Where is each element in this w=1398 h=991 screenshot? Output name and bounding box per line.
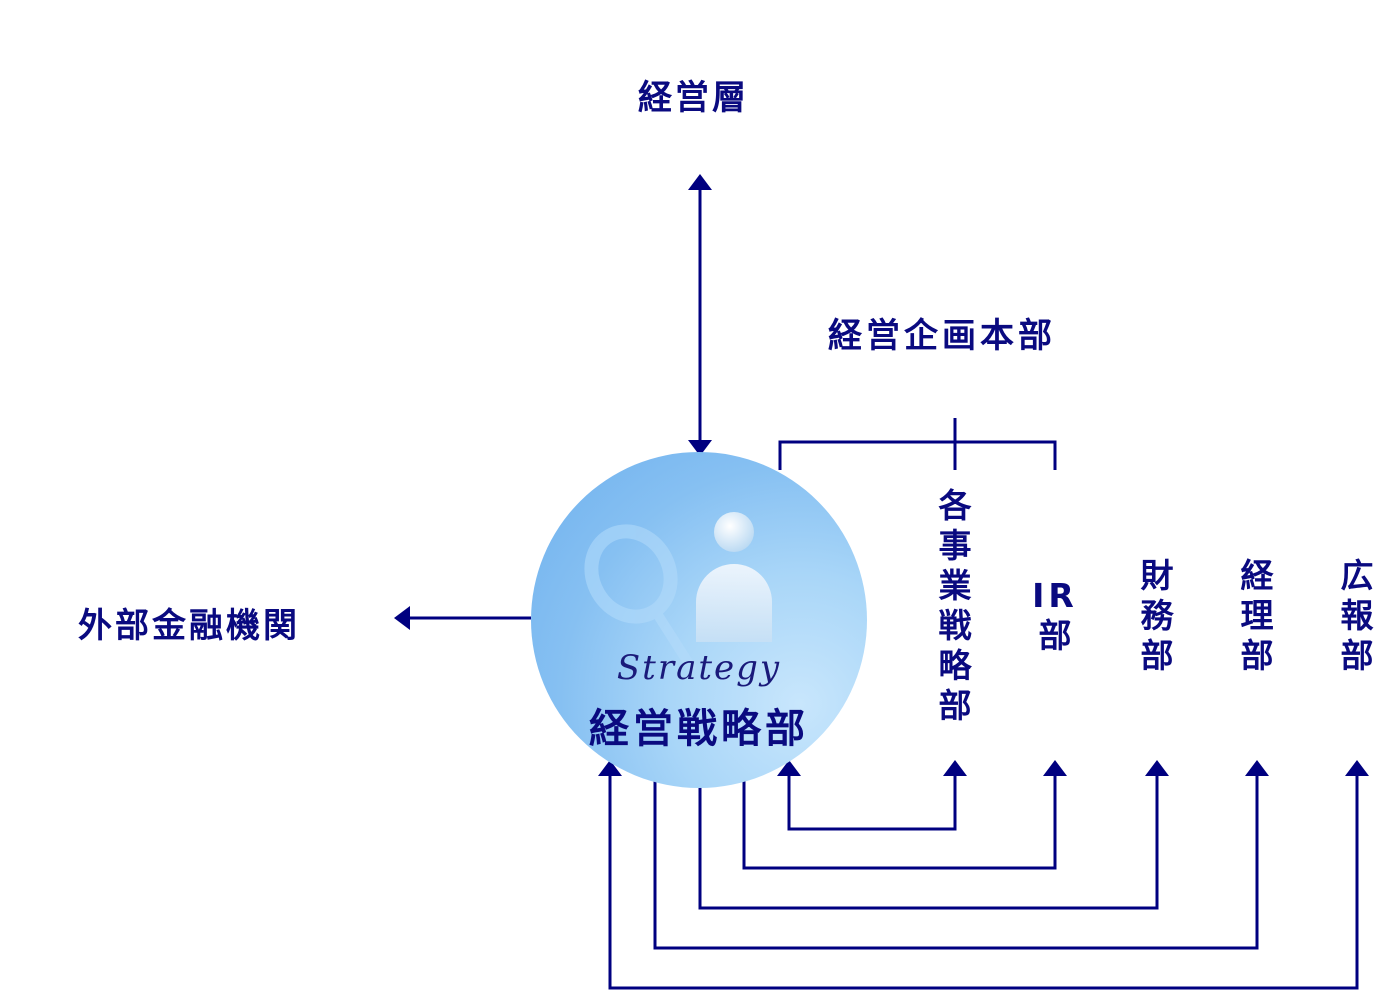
strategy-english-label: Strategy <box>616 648 782 688</box>
arrowhead-up <box>1145 760 1169 776</box>
dept-label-char: 経 <box>1240 556 1274 595</box>
dept-label-char: 戦 <box>938 606 972 645</box>
arrowhead-up <box>598 760 622 776</box>
loop-business-strategy <box>787 775 957 831</box>
hq-bracket <box>778 440 1057 470</box>
dept-label-char: 財 <box>1140 556 1174 595</box>
dept-business-strategy: 各事業戦略部 <box>930 486 980 726</box>
dept-label-char: 略 <box>938 646 972 685</box>
management-label: 経営層 <box>638 78 749 118</box>
dept-label-char: 部 <box>1340 636 1374 675</box>
dept-pr: 広報部 <box>1332 556 1382 676</box>
strategy-department-label: 経営戦略部 <box>589 706 809 752</box>
arrowhead-up-management <box>688 174 712 190</box>
arrowhead-left-external <box>394 606 410 630</box>
strategy-department-circle: Strategy 経営戦略部 <box>531 452 867 788</box>
dept-label-char: 務 <box>1140 596 1174 635</box>
arrowhead-up <box>1043 760 1067 776</box>
dept-label-char: IR <box>1032 576 1078 615</box>
circle-illustration <box>584 512 772 672</box>
person-icon <box>696 512 772 642</box>
dept-label-char: 部 <box>1140 636 1174 675</box>
dept-label-char: 理 <box>1240 596 1274 635</box>
arrowhead-down-strategy <box>688 440 712 456</box>
loop-pr <box>608 775 1359 990</box>
dept-label-char: 各 <box>938 486 972 525</box>
arrowhead-up <box>1345 760 1369 776</box>
dept-label-char: 報 <box>1340 596 1374 635</box>
loop-ir <box>742 775 1057 870</box>
hq-label: 経営企画本部 <box>828 316 1056 356</box>
dept-label-char: 業 <box>938 566 972 605</box>
dept-label-char: 広 <box>1340 556 1374 595</box>
external-finance-label: 外部金融機関 <box>78 606 300 646</box>
loop-accounting <box>653 775 1259 950</box>
arrowhead-up <box>943 760 967 776</box>
arrowhead-up <box>777 760 801 776</box>
magnifier-icon <box>584 524 696 672</box>
dept-label-char: 部 <box>1038 616 1072 655</box>
dept-label-char: 部 <box>1240 636 1274 675</box>
dept-finance: 財務部 <box>1132 556 1182 676</box>
dept-accounting: 経理部 <box>1232 556 1282 676</box>
loop-finance <box>698 775 1159 910</box>
arrowhead-up <box>1245 760 1269 776</box>
dept-label-char: 部 <box>938 686 972 725</box>
dept-label-char: 事 <box>938 526 972 565</box>
